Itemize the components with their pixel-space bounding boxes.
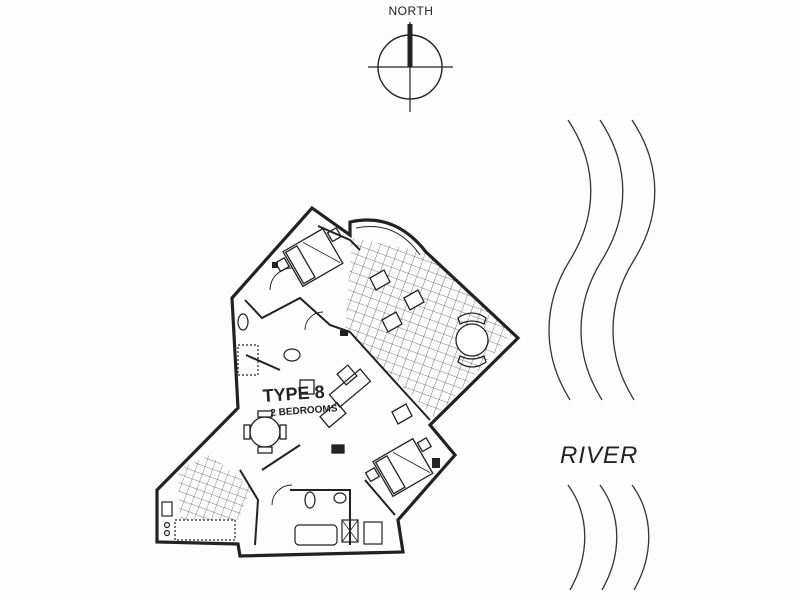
- bathroom-2-fixtures: [271, 484, 383, 546]
- bathroom-toilet: [304, 491, 316, 509]
- balcony-chair: [457, 312, 487, 325]
- river-wave-line: [599, 484, 618, 591]
- tv-unit: [331, 444, 345, 454]
- river-wave-line: [631, 484, 650, 591]
- balcony-chair: [391, 403, 413, 425]
- entry-mark: [272, 262, 278, 268]
- wall-segment: [317, 225, 361, 251]
- kitchen-sink: [161, 501, 173, 517]
- cooktop-burner: [163, 529, 171, 537]
- balcony-furniture: [369, 269, 489, 425]
- kitchen-bench: [174, 519, 236, 541]
- interior-walls: [239, 225, 431, 546]
- bedroom-1-bed: [274, 226, 344, 288]
- bathtub: [294, 524, 338, 546]
- armchair: [299, 379, 315, 395]
- kitchen-fixtures: [161, 501, 236, 541]
- laundry-cabinet: [341, 519, 359, 543]
- door-swing: [269, 267, 293, 291]
- river-wave-line: [580, 119, 624, 401]
- dining-table: [249, 416, 281, 448]
- dining-chair: [279, 424, 287, 440]
- door-swing: [271, 484, 293, 506]
- compass-north-needle: [407, 24, 413, 67]
- cooktop-burner: [163, 521, 171, 529]
- river-wave-line: [548, 119, 592, 401]
- north-compass: [368, 22, 453, 112]
- ensuite-shower: [237, 344, 259, 376]
- sofa: [328, 368, 372, 408]
- dining-chair: [243, 424, 251, 440]
- entry-mark: [340, 330, 348, 336]
- wall-segment: [290, 489, 351, 545]
- river-waves: [548, 119, 656, 591]
- dining-set: [243, 410, 287, 454]
- ensuite-fixtures: [237, 267, 324, 376]
- ensuite-basin: [283, 348, 301, 362]
- wall-segment: [239, 469, 260, 546]
- north-label: NORTH: [388, 4, 434, 18]
- door-swing: [304, 311, 324, 331]
- living-furniture: [299, 364, 372, 454]
- balcony-table: [455, 323, 489, 357]
- river-wave-line: [567, 484, 586, 591]
- wall-segment: [245, 354, 281, 371]
- ensuite-toilet: [237, 313, 249, 331]
- armchair: [336, 364, 358, 386]
- dining-chair: [257, 410, 273, 418]
- wall-segment: [261, 444, 301, 471]
- bathroom-basin: [333, 492, 347, 504]
- coffee-table: [319, 401, 347, 429]
- river-label: RIVER: [560, 442, 639, 469]
- balcony-chair: [369, 269, 391, 291]
- entry-mark: [432, 458, 440, 468]
- wall-segment: [244, 296, 351, 333]
- dining-chair: [257, 446, 273, 454]
- wall-segment: [364, 479, 396, 516]
- balcony-chair: [457, 355, 487, 368]
- balcony-rail: [355, 226, 421, 256]
- outer-walls: [155, 205, 521, 558]
- river-wave-line: [612, 119, 656, 401]
- bedroom-2-bed: [364, 436, 434, 498]
- wall-segment: [349, 331, 431, 421]
- kitchen-tiles: [178, 455, 252, 520]
- wardrobe: [363, 521, 383, 545]
- balcony-chair: [403, 289, 425, 311]
- exterior-wall: [155, 205, 521, 558]
- laundry-cross: [341, 519, 359, 543]
- balcony-chair: [381, 311, 403, 333]
